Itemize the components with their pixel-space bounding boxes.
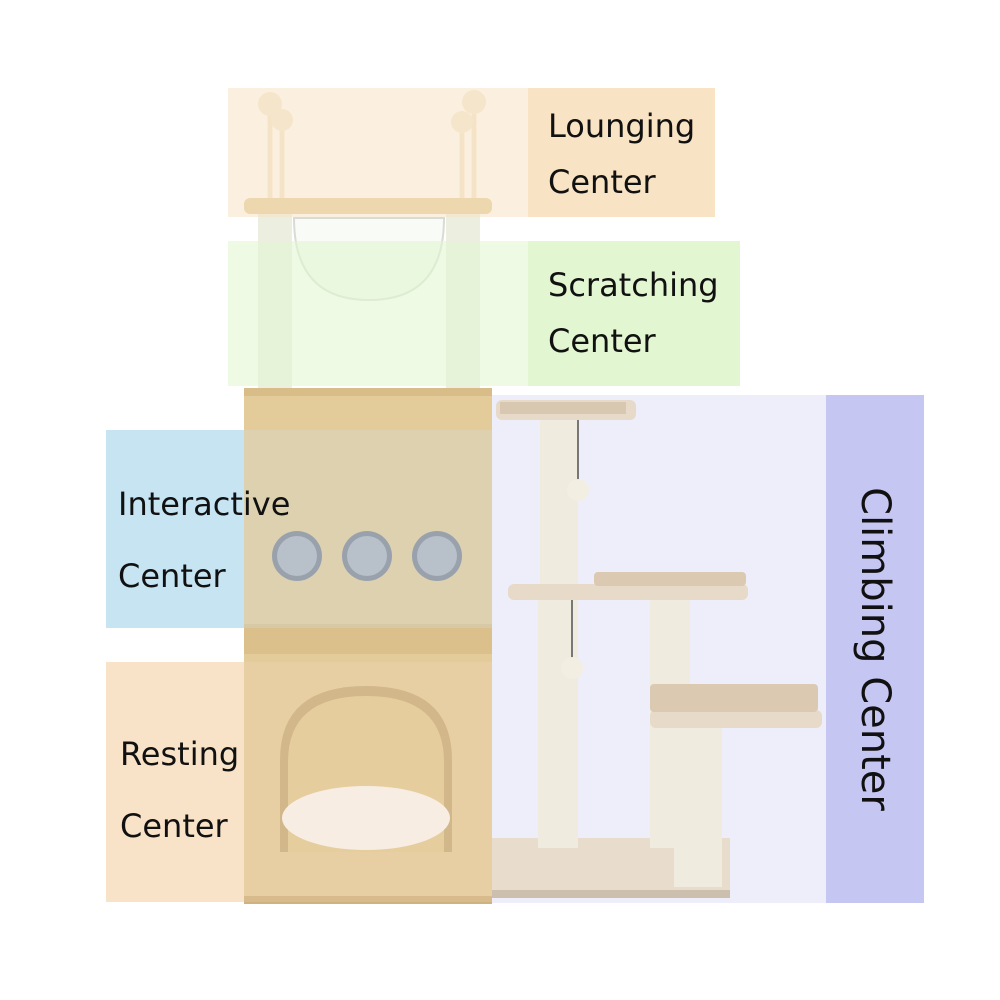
resting-line2: Center <box>120 807 228 845</box>
lounging-zone-overlay <box>228 88 528 217</box>
scratching-center-label: Scratching Center <box>528 241 740 386</box>
climbing-text: Climbing Center <box>852 487 898 811</box>
scratching-line1: Scratching <box>548 266 719 304</box>
resting-line1: Resting <box>120 735 240 773</box>
sisal-post <box>674 722 722 887</box>
lounging-center-label: Lounging Center <box>528 88 715 217</box>
scratching-line2: Center <box>548 322 656 360</box>
lower-platform <box>650 710 822 728</box>
lounging-line1: Lounging <box>548 107 696 145</box>
resting-center-label: Resting Center <box>106 662 244 902</box>
lounging-line2: Center <box>548 163 656 201</box>
plush-cushion <box>282 786 450 850</box>
sisal-post <box>540 418 578 584</box>
interactive-center-label: Interactive Center <box>106 430 291 628</box>
middle-pad <box>594 572 746 586</box>
interactive-line1: Interactive <box>118 485 291 523</box>
middle-platform <box>508 584 748 600</box>
climbing-center-label: Climbing Center <box>826 395 924 903</box>
interactive-zone-overlay <box>244 430 492 628</box>
toy-ball <box>561 657 583 679</box>
lower-pad <box>650 684 818 712</box>
interactive-line2: Center <box>118 557 226 595</box>
scratching-zone-overlay <box>228 241 528 386</box>
resting-zone-overlay <box>244 662 492 902</box>
toy-ball <box>567 479 589 501</box>
